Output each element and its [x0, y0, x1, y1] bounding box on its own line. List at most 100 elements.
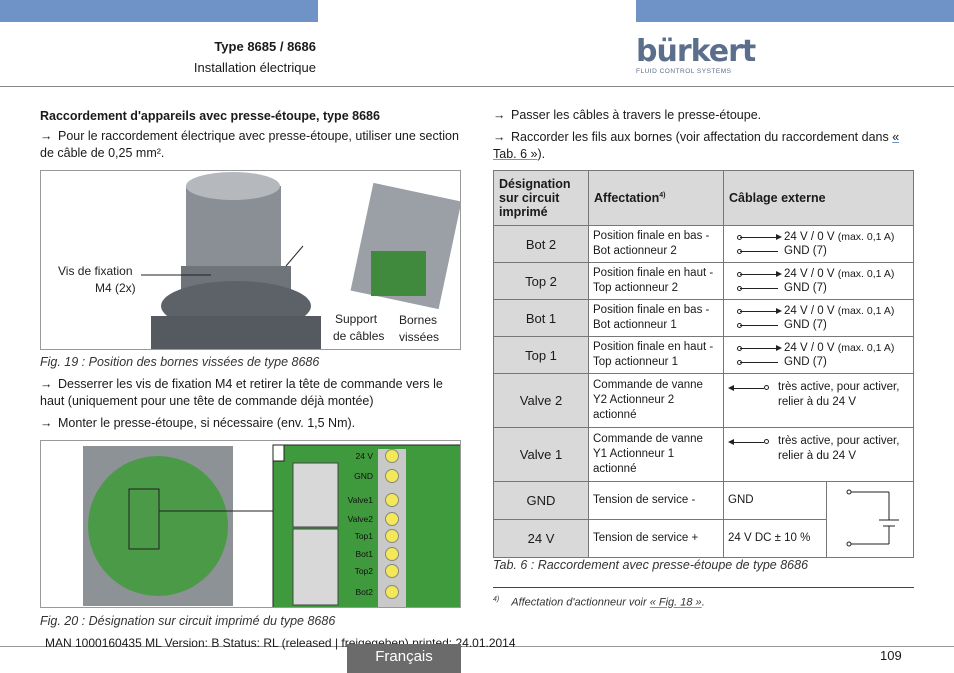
cell-affectation: Position finale en haut - Top actionneur… — [588, 262, 724, 300]
wiring-max: (max. 0,1 A) — [837, 305, 895, 317]
wire-line — [740, 325, 778, 326]
label-m4: M4 (2x) — [95, 281, 136, 295]
arrow-right-icon: → — [493, 108, 506, 122]
step-3: → Monter le presse-étoupe, si nécessaire … — [40, 415, 465, 432]
cell-affectation: Position finale en bas - Bot actionneur … — [588, 299, 724, 337]
wire-line — [740, 288, 778, 289]
section-heading: Raccordement d'appareils avec presse-éto… — [40, 109, 380, 123]
right-step-1: → Passer les câbles à travers le presse-é… — [493, 107, 918, 124]
step-1-text: Pour le raccordement électrique avec pre… — [40, 129, 459, 160]
label-vissees: vissées — [399, 330, 440, 344]
table-caption: Tab. 6 : Raccordement avec presse-étoupe… — [493, 558, 809, 572]
cell-designation: Top 2 — [493, 262, 589, 300]
wire-line — [732, 441, 764, 443]
wiring-max: (max. 0,1 A) — [837, 342, 895, 354]
cell-wiring: 24 V / 0 V (max. 0,1 A)GND (7) — [723, 299, 914, 337]
logo-word: bürkert — [636, 34, 756, 69]
arrow-right-icon: → — [40, 129, 53, 143]
cell-affectation: Commande de vanne Y2 Actionneur 2 action… — [588, 373, 724, 428]
th-cablage: Câblage externe — [723, 170, 914, 226]
fig18-link[interactable]: « Fig. 18 » — [649, 596, 702, 609]
cell-value: 24 V DC ± 10 % — [723, 519, 827, 558]
wire-line — [740, 251, 778, 252]
footnote: 4)Affectation d'actionneur voir « Fig. 1… — [493, 596, 705, 609]
footnote-text: Affectation d'actionneur voir — [511, 596, 650, 609]
step-1: →Pour le raccordement électrique avec pr… — [40, 128, 465, 162]
device-illustration — [141, 172, 460, 349]
terminal-label: Top2 — [354, 566, 373, 576]
th-designation: Désignation sur circuit imprimé — [493, 170, 589, 226]
wiring-voltage: 24 V / 0 V — [784, 231, 835, 243]
valve-wiring: très active, pour activer, relier à du 2… — [724, 378, 913, 424]
cell-designation: Bot 1 — [493, 299, 589, 337]
terminal-screw — [385, 564, 399, 578]
cell-affectation: Position finale en haut - Top actionneur… — [588, 336, 724, 374]
cell-affectation: Tension de service + — [588, 519, 724, 558]
power-supply-icon — [846, 489, 899, 547]
cell-designation: GND — [493, 481, 589, 520]
tab6-link[interactable]: « Tab. 6 » — [493, 130, 900, 161]
step-3-text: Monter le presse-étoupe, si nécessaire (… — [58, 416, 356, 430]
arrow-right-icon: → — [40, 416, 53, 430]
connection-table: Désignation sur circuit imprimé Affectat… — [493, 170, 914, 558]
cell-wiring: 24 V / 0 V (max. 0,1 A)GND (7) — [723, 336, 914, 374]
valve-wiring: très active, pour activer, relier à du 2… — [724, 432, 913, 478]
arrow-head-icon — [776, 308, 782, 314]
wire-line — [740, 274, 778, 275]
cell-wiring: très active, pour activer, relier à du 2… — [723, 373, 914, 428]
step-2: →Desserrer les vis de fixation M4 et ret… — [40, 376, 465, 410]
cell-wiring: très active, pour activer, relier à du 2… — [723, 427, 914, 482]
terminal-label: Bot1 — [355, 549, 374, 559]
right-step-2-pre: Raccorder les fils aux bornes (voir affe… — [511, 130, 893, 144]
terminal-dot-icon — [764, 438, 769, 444]
top-bar-right — [636, 0, 954, 22]
terminal-label: Bot2 — [355, 587, 374, 597]
step-2-text: Desserrer les vis de fixation M4 et reti… — [40, 377, 443, 408]
cell-designation: Bot 2 — [493, 225, 589, 263]
wire-line — [740, 348, 778, 349]
wiring-max: (max. 0,1 A) — [837, 231, 895, 243]
page-number: 109 — [880, 648, 902, 663]
terminal-screw — [385, 449, 399, 463]
cell-designation: Valve 2 — [493, 373, 589, 428]
cell-affectation: Position finale en bas - Bot actionneur … — [588, 225, 724, 263]
wiring-text: 24 V / 0 V (max. 0,1 A) GND (7) — [784, 230, 894, 258]
wire-line — [740, 362, 778, 363]
footnote-rule — [493, 587, 914, 588]
wiring-gnd: GND (7) — [784, 245, 827, 257]
logo-tagline: FLUID CONTROL SYSTEMS — [636, 68, 732, 75]
doc-subtitle: Installation électrique — [193, 60, 316, 75]
wire-line — [740, 311, 778, 312]
wiring-diagram: 24 V / 0 V (max. 0,1 A)GND (7) — [724, 340, 913, 370]
arrow-head-icon — [776, 271, 782, 277]
arrow-head-icon — [776, 234, 782, 240]
arrow-head-icon — [728, 384, 734, 391]
wiring-diagram: 24 V / 0 V (max. 0,1 A)GND (7) — [724, 303, 913, 333]
cell-designation: 24 V — [493, 519, 589, 558]
label-cables: de câbles — [333, 329, 385, 343]
wiring-diagram: 24 V / 0 V (max. 0,1 A) GND (7) — [724, 229, 913, 259]
wiring-text: 24 V / 0 V (max. 0,1 A)GND (7) — [784, 267, 894, 295]
figure-19: Vis de fixation M4 (2x) Support de câble… — [40, 170, 461, 350]
arrow-right-icon: → — [40, 377, 53, 391]
wiring-voltage: 24 V / 0 V — [784, 305, 835, 317]
cell-wiring: 24 V / 0 V (max. 0,1 A) GND (7) — [723, 225, 914, 263]
terminal-screw — [385, 529, 399, 543]
terminal-screw — [385, 585, 399, 599]
wiring-text: 24 V / 0 V (max. 0,1 A)GND (7) — [784, 304, 894, 332]
wiring-voltage: 24 V / 0 V — [784, 268, 835, 280]
right-step-2-post: ). — [537, 147, 546, 161]
footnote-post: . — [701, 596, 705, 609]
figure-19-caption: Fig. 19 : Position des bornes vissées de… — [40, 355, 320, 369]
cell-value: GND — [723, 481, 827, 520]
arrow-head-icon — [776, 345, 782, 351]
right-step-1-text: Passer les câbles à travers le presse-ét… — [511, 108, 762, 122]
